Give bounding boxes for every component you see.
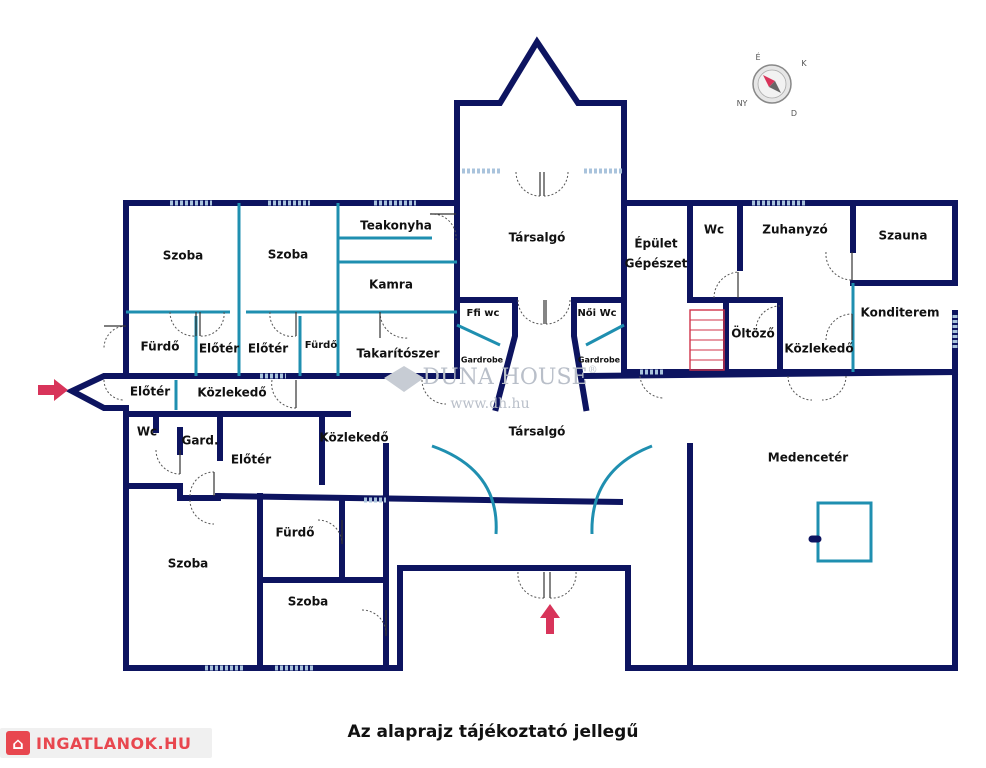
compass-n: É (755, 51, 760, 62)
duna-house-watermark: DUNA HOUSE® www.dh.hu (384, 365, 598, 412)
room-gepeszet: Gépészet (625, 257, 688, 271)
compass-w: NY (737, 99, 748, 108)
room-wc-left: Wc (137, 425, 157, 439)
windows (170, 168, 958, 671)
room-medenceter: Medencetér (768, 451, 848, 465)
interior-walls (123, 200, 959, 671)
room-labels: Szoba Szoba Teakonyha Társalgó Épület Gé… (130, 219, 940, 609)
room-eloter-entry: Előtér (130, 385, 170, 399)
room-gardrobe-1: Gardrobe (461, 356, 504, 365)
entrance-arrow-bottom-icon (540, 604, 560, 634)
stairs (689, 309, 725, 371)
room-noi-wc: Női Wc (577, 307, 616, 319)
room-kozlekedo-mid: Közlekedő (319, 431, 388, 445)
room-kozlekedo-left: Közlekedő (197, 386, 266, 400)
compass-e: K (801, 59, 807, 68)
room-furdo-1: Fürdő (141, 340, 180, 354)
room-gard: Gard. (181, 434, 218, 448)
entrance-arrow-icon (38, 379, 68, 401)
room-oltozo: Öltöző (731, 326, 775, 341)
room-eloter-1: Előtér (199, 342, 239, 356)
svg-text:DUNA HOUSE®: DUNA HOUSE® (422, 365, 597, 391)
room-szoba-2: Szoba (268, 248, 309, 262)
plan-disclaimer-caption: Az alaprajz tájékoztató jellegű (347, 722, 639, 742)
house-icon: ⌂ (6, 731, 30, 755)
room-ffi-wc: Ffi wc (467, 308, 500, 319)
room-takaritoszer: Takarítószer (356, 347, 439, 361)
watermark-mark: ® (588, 365, 598, 376)
badge-text: INGATLANOK.HU (36, 733, 192, 753)
room-konditerem: Konditerem (860, 306, 939, 320)
room-tarsalgo-main: Társalgó (509, 425, 566, 439)
watermark-brand: DUNA HOUSE (422, 365, 587, 390)
room-szauna: Szauna (879, 229, 928, 243)
room-furdo-2: Fürdő (305, 339, 338, 351)
room-epulet: Épület (634, 236, 678, 251)
room-eloter-3: Előtér (231, 453, 271, 467)
room-zuhanyzo: Zuhanyzó (762, 223, 827, 237)
room-eloter-2: Előtér (248, 342, 288, 356)
ingatlanok-badge[interactable]: ⌂ INGATLANOK.HU (0, 728, 212, 758)
doors (103, 171, 853, 637)
room-kozlekedo-right: Közlekedő (784, 342, 853, 356)
room-gardrobe-2: Gardrobe (578, 356, 621, 365)
watermark-url: www.dh.hu (450, 396, 529, 412)
room-tarsalgo-top: Társalgó (509, 231, 566, 245)
room-szoba-3: Szoba (168, 557, 209, 571)
room-szoba-4: Szoba (288, 595, 329, 609)
compass-icon: É K D NY (737, 51, 808, 118)
room-wc-right: Wc (704, 223, 724, 237)
compass-s: D (791, 109, 797, 118)
room-szoba-1: Szoba (163, 249, 204, 263)
room-teakonyha: Teakonyha (360, 219, 432, 233)
room-kamra: Kamra (369, 278, 413, 292)
partition-walls (126, 203, 873, 563)
room-furdo-3: Fürdő (276, 526, 315, 540)
